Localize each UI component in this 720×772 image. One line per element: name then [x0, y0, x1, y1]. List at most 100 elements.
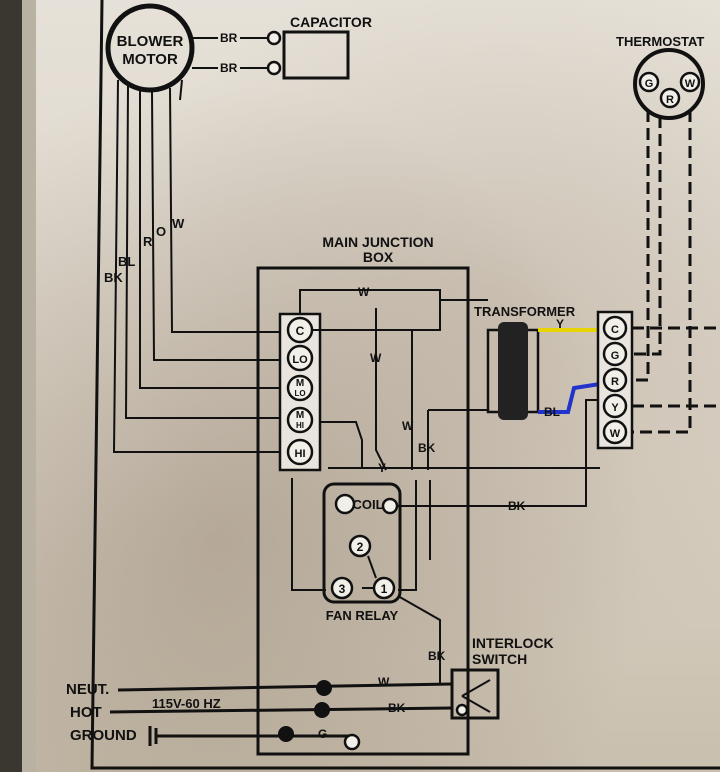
wire-label-y: Y	[556, 317, 564, 331]
terminal-lo-label: LO	[292, 354, 308, 366]
strip-w	[602, 419, 628, 445]
wire-relay-right	[398, 480, 417, 591]
ground-splice	[278, 726, 294, 742]
motor-leads: BK BL R O W	[104, 79, 282, 453]
strip-w-label: W	[610, 428, 621, 440]
tstat-w-label: W	[685, 78, 696, 90]
terminal-mlo	[286, 374, 314, 402]
blower-motor-circle	[105, 3, 195, 93]
thermostat: THERMOSTAT G R W	[616, 34, 720, 434]
wire-label-bk1: BK	[418, 441, 436, 455]
capacitor-label: CAPACITOR	[290, 14, 372, 30]
transformer-core	[498, 322, 528, 420]
wire-mhi-out	[320, 421, 363, 468]
blower-motor: BLOWER MOTOR	[105, 3, 195, 93]
relay-terminal-3	[330, 576, 354, 600]
capacitor-box	[282, 30, 350, 80]
strip-c	[602, 315, 628, 341]
tstat-r	[659, 87, 681, 109]
strip-r	[602, 367, 628, 393]
tstat-wire-w	[632, 110, 692, 434]
wire-hi-to-relay	[291, 478, 326, 591]
transformer: TRANSFORMER Y BL	[474, 304, 601, 420]
strip-c-label: C	[611, 324, 619, 336]
relay-contacts	[362, 555, 377, 589]
wire-label-w2: W	[402, 419, 414, 433]
wire-label-bl: BL	[544, 405, 560, 419]
relay-terminal-2	[348, 534, 372, 558]
lead-bk	[112, 79, 282, 453]
wire-label-gnd-g: G	[318, 727, 327, 741]
cap-terminal-1	[266, 30, 282, 46]
terminal-mhi-sub: HI	[296, 421, 304, 430]
fan-relay-body	[322, 482, 402, 604]
thermostat-label: THERMOSTAT	[616, 34, 704, 49]
blower-label-2: MOTOR	[122, 51, 178, 68]
interlock-switch: INTERLOCK SWITCH BK	[397, 595, 554, 720]
photo-edge	[0, 0, 22, 772]
neut-wire	[117, 682, 453, 692]
ground-symbol	[148, 726, 158, 746]
relay-terminal-1-label: 1	[381, 582, 388, 596]
hot-label: HOT	[70, 704, 102, 721]
coil-label: COIL	[352, 497, 383, 512]
junction-label-2: BOX	[363, 249, 394, 265]
blower-label-1: BLOWER	[117, 33, 184, 50]
junction-wiring: W W W BK Y BK	[291, 285, 600, 591]
interlock-label-2: SWITCH	[472, 651, 527, 667]
lead-o	[151, 91, 282, 361]
wire-mid-w	[375, 308, 387, 471]
tstat-g-label: G	[645, 78, 654, 90]
wire-label-top-w: W	[358, 285, 370, 299]
wire-label-hot-bk: BK	[388, 701, 406, 715]
lead-w	[169, 87, 282, 333]
relay-terminal-3-label: 3	[339, 582, 346, 596]
terminal-lo	[286, 344, 314, 372]
wire-label-neut-w: W	[378, 675, 390, 689]
lead-label-bk: BK	[104, 270, 123, 285]
transformer-label: TRANSFORMER	[474, 304, 576, 319]
lead-label-o: O	[156, 224, 166, 239]
wire-label-mid-w: W	[370, 351, 382, 365]
strip-y-label: Y	[611, 402, 619, 414]
main-junction-box: MAIN JUNCTION BOX	[256, 234, 470, 756]
ground-terminal	[343, 733, 361, 751]
lead-label-r: R	[143, 234, 153, 249]
tstat-r-label: R	[666, 94, 674, 106]
interlock-body	[450, 668, 500, 720]
coil-right	[381, 497, 399, 515]
capacitor: BR BR CAPACITOR	[192, 14, 372, 80]
cap-terminal-2	[266, 60, 282, 76]
wire-label-bk3: BK	[428, 649, 446, 663]
wire-label-bk2: BK	[508, 499, 526, 513]
strip-g	[602, 341, 628, 367]
lead-label-w: W	[172, 216, 185, 231]
cap-wire-2: BR	[220, 61, 238, 75]
terminal-mlo-sub: LO	[294, 389, 305, 398]
coil-left	[334, 493, 356, 515]
cap-wire-1: BR	[220, 31, 238, 45]
paper-edge	[22, 0, 36, 772]
terminal-hi	[286, 438, 314, 466]
hot-wire	[109, 706, 453, 714]
terminal-mhi	[286, 406, 314, 434]
lead-extra	[179, 79, 183, 101]
power-supply: NEUT. HOT GROUND 115V-60 HZ W BK G	[66, 675, 453, 751]
lead-bl	[124, 85, 282, 419]
neut-splice	[316, 680, 332, 696]
junction-box-outline	[256, 266, 470, 756]
wire-label-y1: Y	[378, 461, 386, 475]
strip-y	[602, 393, 628, 419]
power-spec: 115V-60 HZ	[152, 696, 221, 711]
strip-r-label: R	[611, 376, 619, 388]
fan-relay: COIL 2 3 1 FAN RELAY	[322, 482, 402, 623]
wire-bk3	[397, 595, 452, 685]
thermostat-circle	[633, 48, 705, 120]
outer-frame	[90, 0, 720, 770]
tstat-terminal-strip: C G R Y W	[596, 310, 634, 450]
terminal-hi-label: HI	[295, 448, 306, 460]
blue-wire	[538, 382, 601, 414]
relay-terminal-2-label: 2	[357, 540, 364, 554]
ground-label: GROUND	[70, 727, 137, 744]
